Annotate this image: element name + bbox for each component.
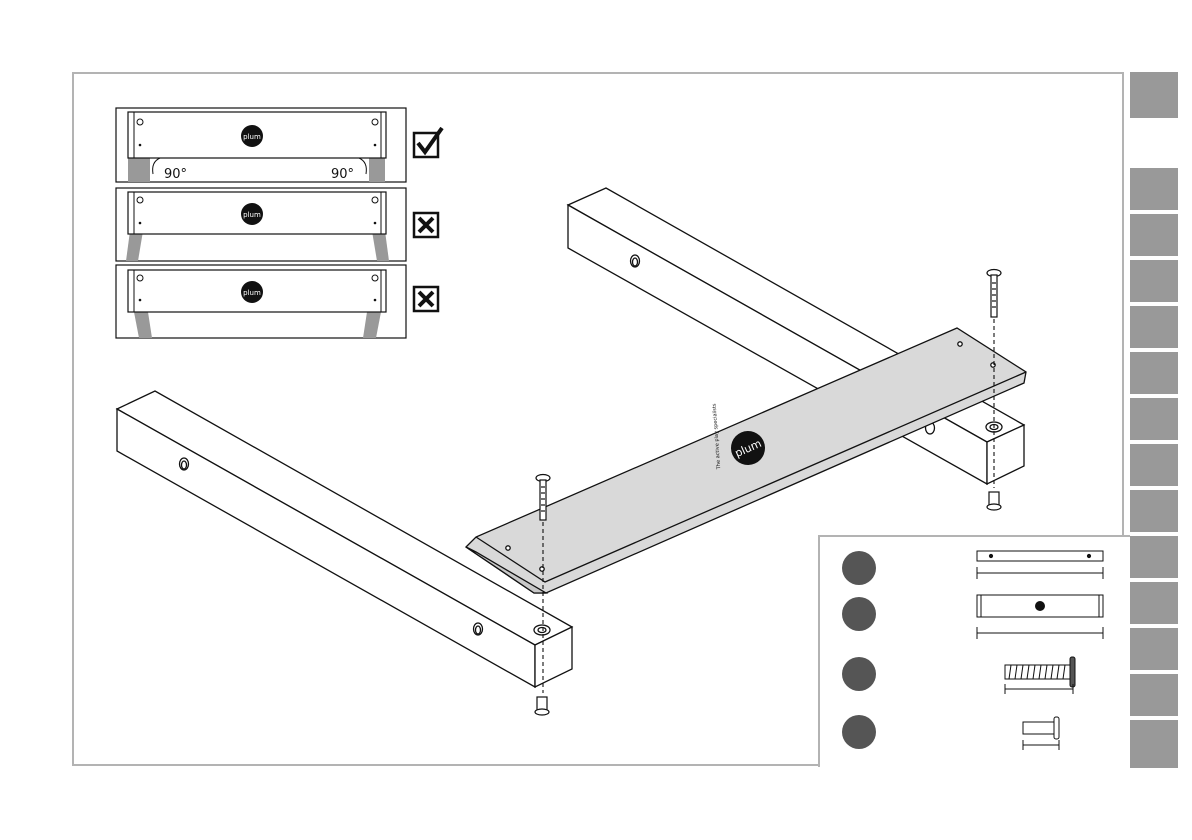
svg-text:plum: plum bbox=[243, 289, 261, 297]
bolt-right bbox=[987, 270, 1001, 318]
angle-label-right: 90° bbox=[331, 167, 354, 182]
short-rail-icon bbox=[977, 551, 1103, 579]
alignment-check-incorrect-outward: plum bbox=[116, 265, 438, 338]
logo-board-icon bbox=[977, 595, 1103, 639]
nut-right bbox=[987, 492, 1001, 510]
cross-box-icon bbox=[414, 213, 438, 237]
barrel-nut-icon bbox=[1023, 717, 1059, 750]
svg-text:plum: plum bbox=[243, 133, 261, 141]
cross-box-icon bbox=[414, 287, 438, 311]
parts-drawings bbox=[820, 537, 1130, 767]
parts-legend bbox=[818, 535, 1130, 767]
svg-text:plum: plum bbox=[243, 211, 261, 219]
alignment-check-incorrect-inward: plum bbox=[116, 188, 438, 261]
checkmark-box-icon bbox=[414, 128, 442, 157]
alignment-check-correct: plum 90° 90° bbox=[116, 108, 442, 182]
bolt-icon bbox=[1005, 657, 1075, 694]
nut-left bbox=[535, 697, 549, 715]
angle-label-left: 90° bbox=[164, 167, 187, 182]
